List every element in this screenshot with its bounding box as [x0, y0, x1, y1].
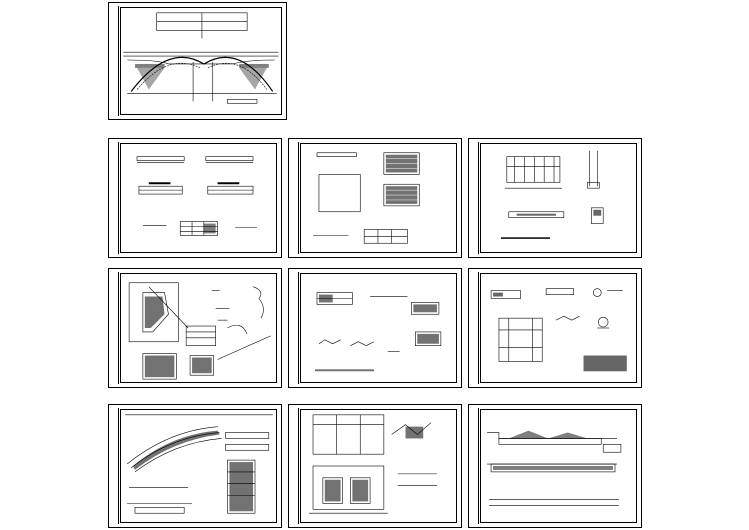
- deck-plan-drawing: [313, 152, 420, 244]
- abutment-drawing: [309, 414, 437, 514]
- title-strip: [292, 142, 299, 254]
- beam-sections-drawing: [136, 156, 257, 236]
- pier-cap-drawing: [490, 288, 627, 372]
- drawing-sheet-deck-plan[interactable]: [288, 138, 462, 258]
- drawing-frame: [120, 143, 277, 253]
- drawing-frame: [120, 409, 277, 523]
- drawing-frame: [480, 143, 637, 253]
- drawing-frame: [480, 273, 637, 383]
- drawing-sheet-abutment[interactable]: [288, 404, 462, 528]
- drawing-sheet-beam-sections[interactable]: [108, 138, 282, 258]
- connection-drawing: [315, 292, 442, 372]
- pavement-drawing: [487, 430, 622, 506]
- title-strip: [112, 6, 119, 116]
- title-strip: [472, 272, 479, 384]
- title-strip: [112, 408, 119, 524]
- drawing-sheet-skew-joint[interactable]: [108, 268, 282, 388]
- title-strip: [292, 408, 299, 524]
- drawing-frame: [120, 273, 277, 383]
- title-strip: [292, 272, 299, 384]
- drawing-frame: [300, 273, 457, 383]
- drawing-sheet-pavement[interactable]: [468, 404, 642, 528]
- title-strip: [472, 408, 479, 524]
- drawing-sheet-connection[interactable]: [288, 268, 462, 388]
- title-strip: [112, 272, 119, 384]
- drawing-sheet-arch-rib[interactable]: [108, 404, 282, 528]
- arch-rib-drawing: [125, 414, 273, 514]
- drawing-sheet-arch-elevation[interactable]: [108, 2, 287, 120]
- skew-joint-drawing: [128, 282, 271, 380]
- drawing-sheet-railing[interactable]: [468, 138, 642, 258]
- railing-drawing: [500, 150, 604, 239]
- title-strip: [472, 142, 479, 254]
- drawing-frame: [300, 143, 457, 253]
- drawing-frame: [300, 409, 457, 523]
- arch-elevation-drawing: [123, 12, 279, 104]
- title-strip: [112, 142, 119, 254]
- drawing-sheet-pier-cap[interactable]: [468, 268, 642, 388]
- drawing-frame: [120, 7, 282, 115]
- drawing-frame: [480, 409, 637, 523]
